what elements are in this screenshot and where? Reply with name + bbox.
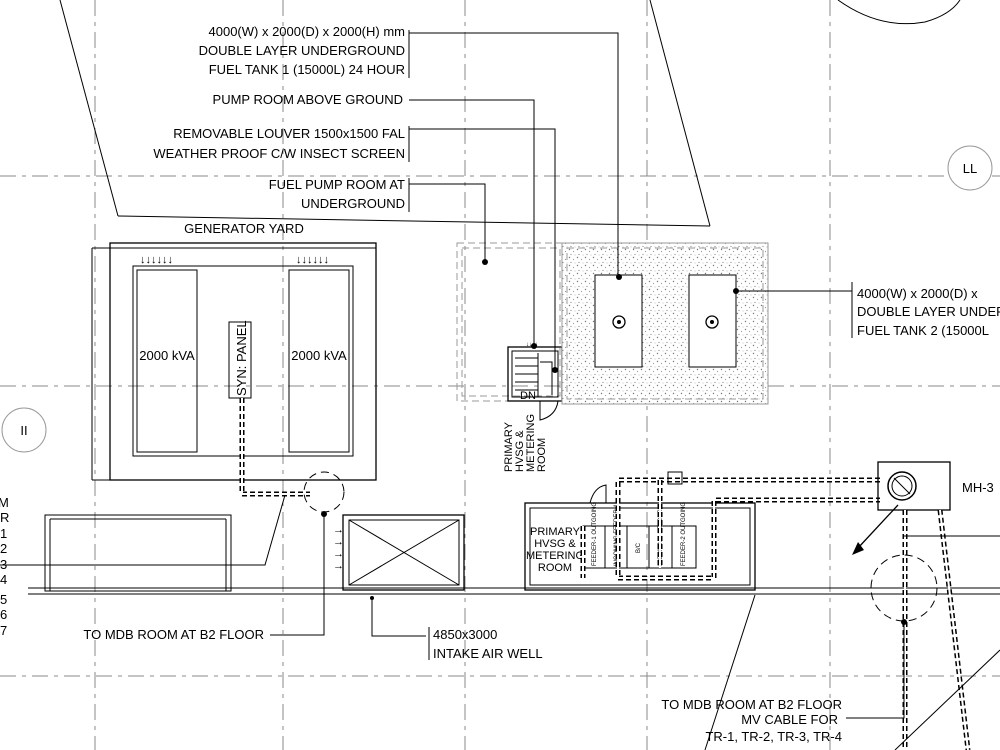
leader-mdb-left [270, 514, 325, 636]
primary-rot-line4: ROOM [536, 438, 548, 472]
grid-bubble-ll: LL [947, 145, 993, 191]
primary-room-label-rotated: PRIMARY HVSG & METERING ROOM [503, 414, 548, 472]
boundary-wall [28, 587, 1000, 595]
direction-arrow [857, 504, 899, 549]
label-louver-1: REMOVABLE LOUVER 1500x1500 FAL [173, 126, 405, 141]
fuel-pump-room [456, 242, 566, 402]
left-letter-1: M [0, 495, 9, 510]
generator-left-label: 2000 kVA [139, 348, 195, 363]
cable-generator [239, 398, 310, 497]
pump-room-above-ground: DN ↓↓↓↓ [507, 342, 563, 421]
svg-text:→: → [333, 548, 344, 560]
label-tank2-type: DOUBLE LAYER UNDERG [857, 304, 1000, 319]
label-tank1-dim: 4000(W) x 2000(D) x 2000(H) mm [209, 24, 406, 39]
label-tank2-dim: 4000(W) x 2000(D) x [857, 286, 978, 301]
generator-yard-label: GENERATOR YARD [184, 221, 304, 236]
mv-cables-down [902, 509, 971, 750]
primary-rot-line2: HVSG & [514, 430, 526, 472]
manhole-mh3: MH-3 [877, 461, 994, 511]
panel-cell-3: B/C [636, 542, 642, 553]
panel-cell-5: FEEDER-2 OUTGOING [681, 502, 687, 566]
left-letter-6: 4 [0, 572, 7, 587]
generator-right [288, 269, 350, 453]
left-letter-7: 5 [0, 592, 7, 607]
airflow-arrows-right: ↓↓↓↓↓↓ [296, 254, 329, 266]
label-mdb-left: TO MDB ROOM AT B2 FLOOR [83, 627, 264, 642]
label-tank1-name: FUEL TANK 1 (15000L) 24 HOUR [209, 62, 405, 77]
top-leaders [408, 30, 619, 370]
left-edge-letters: M R 1 2 3 4 5 6 7 [0, 495, 9, 638]
airflow-arrows-left: ↓↓↓↓↓↓ [140, 254, 173, 266]
leader-left-edge [0, 494, 286, 566]
top-arc [837, 0, 961, 25]
label-pump-room: PUMP ROOM ABOVE GROUND [213, 92, 403, 107]
left-letter-8: 6 [0, 607, 7, 622]
label-mdb-right-1: TO MDB ROOM AT B2 FLOOR [661, 697, 842, 712]
left-letter-9: 7 [0, 623, 7, 638]
left-letter-5: 3 [0, 557, 7, 572]
stair-dn-label: DN [520, 390, 536, 402]
hv-cables [580, 471, 880, 581]
leader-mdb-right [846, 622, 905, 719]
generator-right-label: 2000 kVA [291, 348, 347, 363]
primary-room-line2: HVSG & [534, 538, 576, 550]
svg-text:↓↓↓↓↓↓: ↓↓↓↓↓↓ [296, 254, 329, 266]
label-intake-size: 4850x3000 [433, 627, 497, 642]
primary-rot-line3: METERING [525, 414, 537, 472]
label-mdb-right-2: MV CABLE FOR [741, 712, 838, 727]
syn-panel-label: SYN: PANEL [234, 320, 249, 396]
label-tank1-type: DOUBLE LAYER UNDERGROUND [199, 43, 405, 58]
label-louver-2: WEATHER PROOF C/W INSECT SCREEN [153, 146, 405, 161]
primary-room-line4: ROOM [538, 562, 572, 574]
label-fuel-pump-room-2: UNDERGROUND [301, 196, 405, 211]
leader-dot-tank1 [616, 274, 622, 280]
site-boundary [59, 0, 711, 227]
cable-pit-right [870, 554, 938, 622]
grid-bubble-ii: II [1, 407, 47, 453]
left-letter-2: R [0, 510, 9, 525]
mh3-label: MH-3 [962, 480, 994, 495]
panel-cell-1: FEEDER-1 OUTGOING [592, 502, 598, 566]
primary-rot-line1: PRIMARY [503, 421, 515, 472]
leader-intake [371, 598, 426, 637]
label-tank2-name: FUEL TANK 2 (15000L [857, 323, 989, 338]
grid-bubble-ii-label: II [20, 423, 27, 438]
left-letter-3: 1 [0, 526, 7, 541]
generator-left [136, 269, 198, 453]
grid-bubble-ll-label: LL [963, 161, 977, 176]
intake-air-well: → → → → [333, 514, 465, 591]
svg-text:↓↓↓↓↓↓: ↓↓↓↓↓↓ [140, 254, 173, 266]
left-structure [44, 514, 232, 592]
svg-text:→: → [333, 524, 344, 536]
svg-text:→: → [333, 536, 344, 548]
label-fuel-pump-room-1: FUEL PUMP ROOM AT [269, 177, 405, 192]
primary-room-line1: PRIMARY [530, 526, 581, 538]
label-intake-name: INTAKE AIR WELL [433, 646, 543, 661]
label-mdb-right-3: TR-1, TR-2, TR-3, TR-4 [705, 729, 842, 744]
fuel-tank-area [561, 242, 769, 405]
left-letter-4: 2 [0, 541, 7, 556]
generator-yard: GENERATOR YARD ↓↓↓↓↓↓ ↓↓↓↓↓↓ 2000 kVA 20… [91, 221, 377, 481]
primary-room-line3: METERING [526, 550, 584, 562]
svg-text:→: → [333, 560, 344, 572]
